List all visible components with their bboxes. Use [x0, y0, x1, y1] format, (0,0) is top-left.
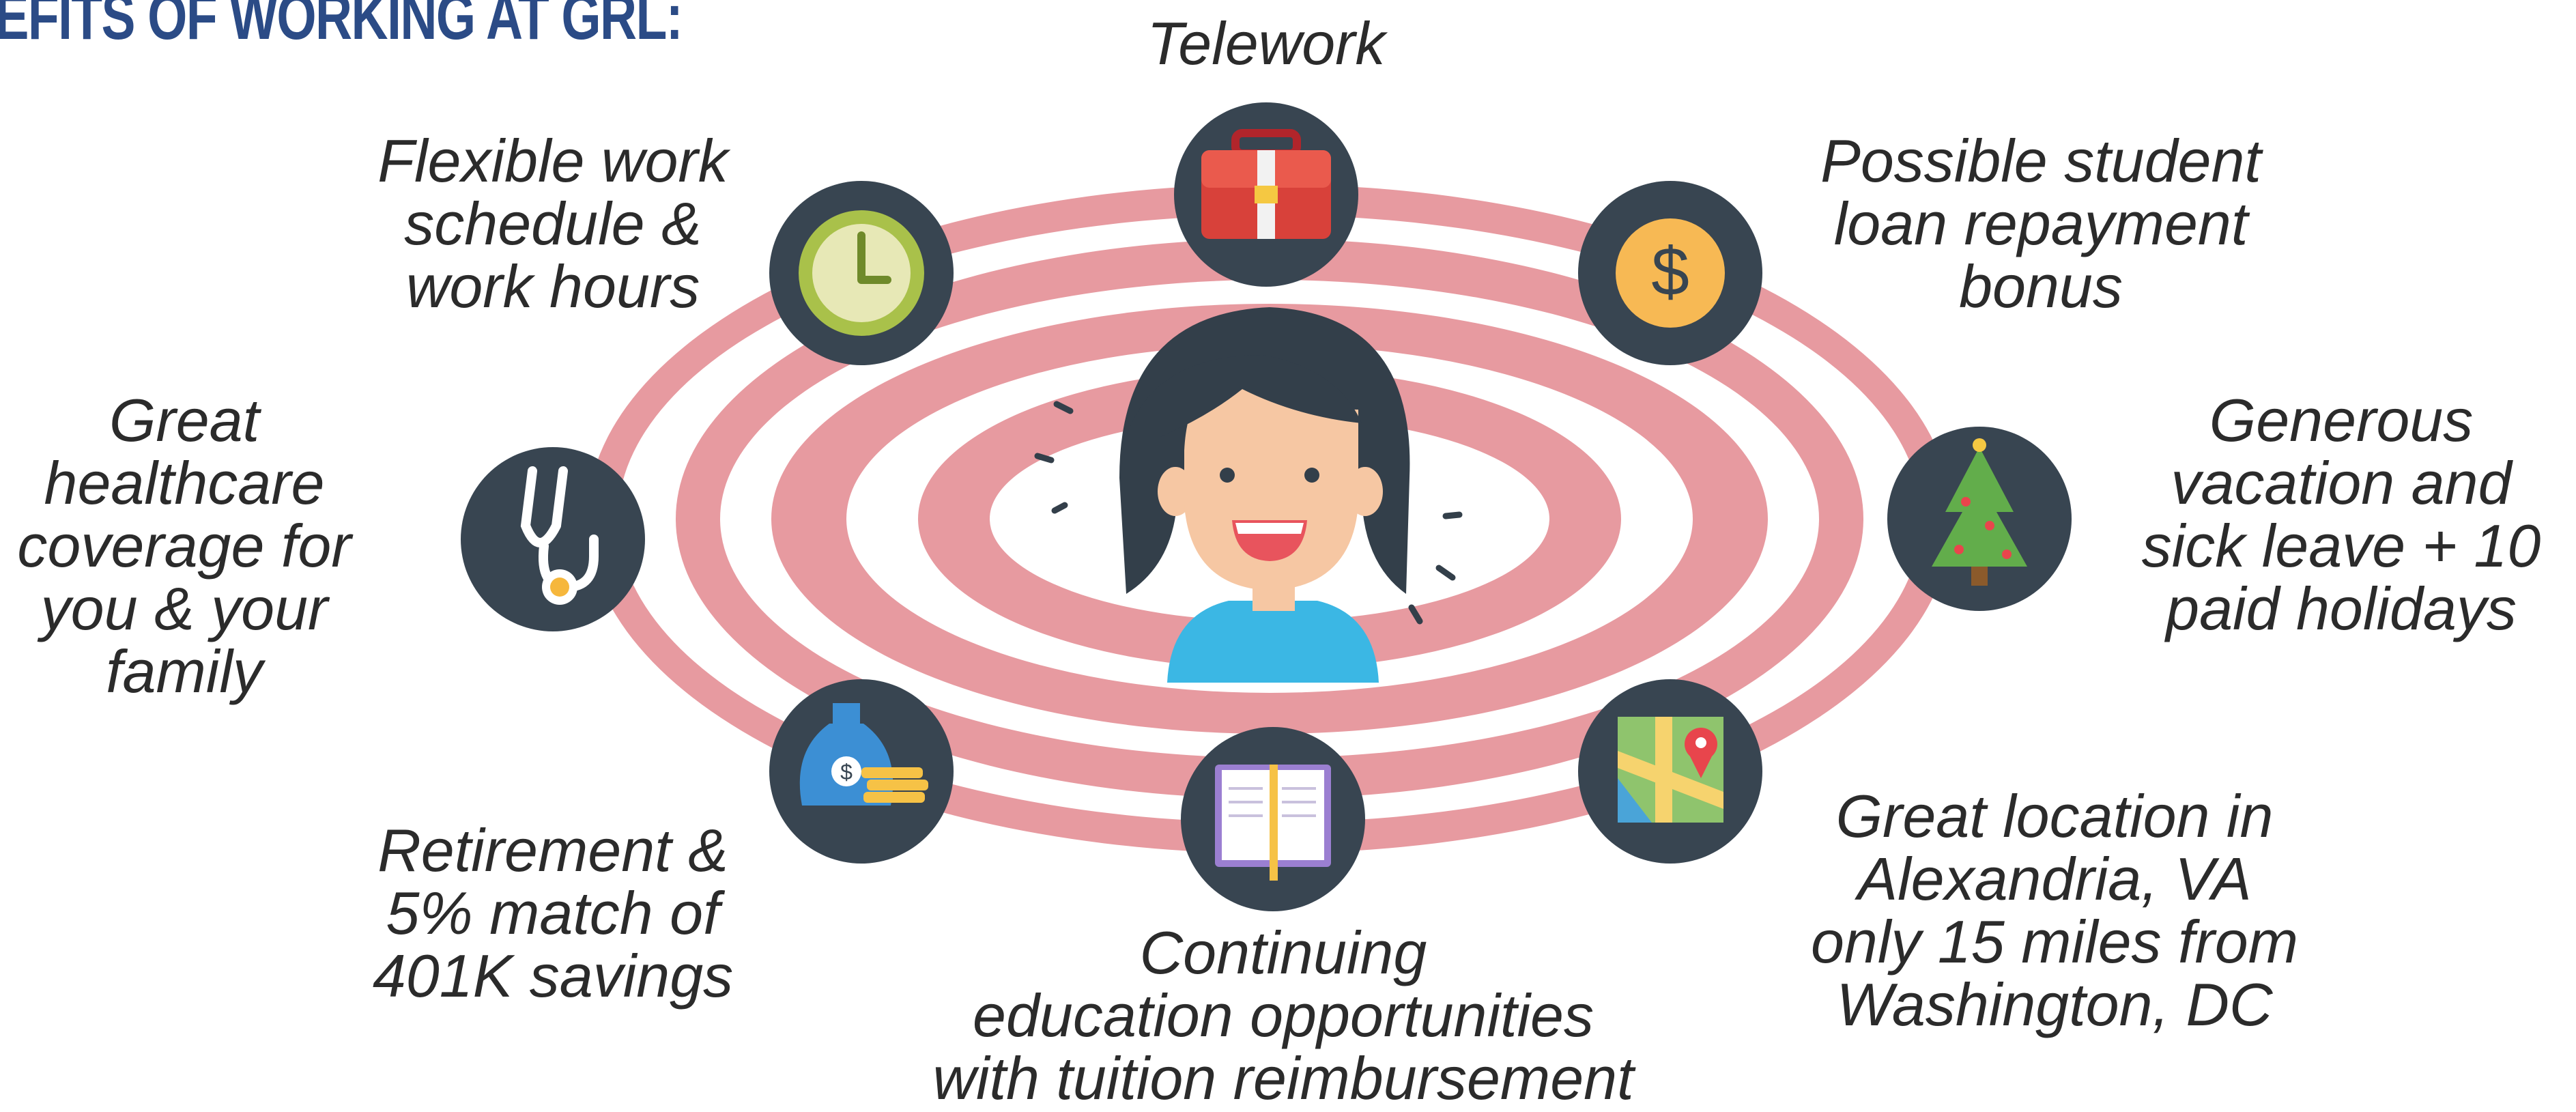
stethoscope-icon	[461, 447, 645, 631]
benefit-flexible-schedule: Flexible work schedule & work hours	[377, 127, 728, 320]
benefit-vacation: Generous vacation and sick leave + 10 pa…	[2141, 386, 2541, 642]
benefit-healthcare: Great healthcare coverage for you & your…	[17, 386, 352, 705]
christmas-tree-icon	[1887, 427, 2072, 611]
benefit-education: Continuing education opportunities with …	[932, 919, 1634, 1112]
money-bag-icon: $	[769, 679, 954, 864]
benefit-location: Great location in Alexandria, VA only 15…	[1810, 782, 2298, 1038]
clock-icon	[769, 181, 954, 365]
page-title: NEFITS OF WORKING AT GRL:	[0, 0, 683, 53]
dollar-coin-icon: $	[1578, 181, 1762, 365]
briefcase-icon	[1174, 102, 1358, 287]
benefit-telework: Telework	[1147, 10, 1386, 77]
benefit-student-loan: Possible student loan repayment bonus	[1820, 127, 2261, 320]
svg-text:$: $	[840, 760, 853, 784]
target-rings	[587, 184, 1952, 853]
happy-woman-icon	[1034, 307, 1463, 683]
svg-text:$: $	[1651, 233, 1689, 310]
benefit-retirement: Retirement & 5% match of 401K savings	[372, 816, 734, 1010]
book-icon	[1181, 727, 1365, 911]
map-icon	[1578, 679, 1762, 864]
